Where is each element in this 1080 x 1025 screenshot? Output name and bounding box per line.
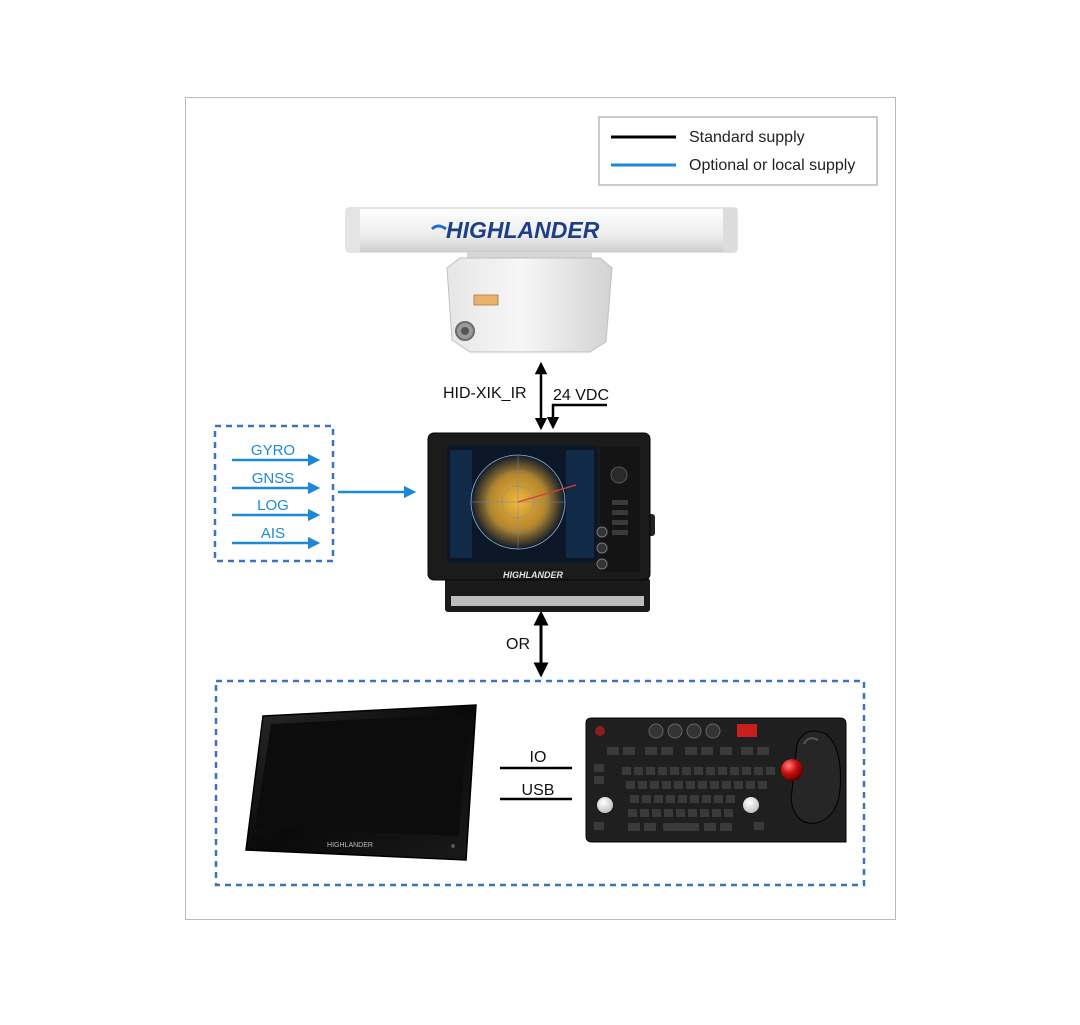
sensor-label-ais: AIS — [261, 525, 285, 542]
sensor-label-log: LOG — [257, 497, 289, 514]
alternative-setup-dashed-box — [214, 679, 866, 887]
display-stand — [445, 578, 650, 612]
trackball-housing — [790, 730, 841, 824]
legend-box — [598, 116, 878, 186]
power-label: 24 VDC — [553, 387, 609, 404]
sensor-label-gnss: GNSS — [252, 470, 295, 487]
keyboard-knob-icon — [648, 723, 664, 739]
warning-label — [473, 294, 499, 306]
keyboard-alarm-button — [737, 724, 757, 737]
display-logo: HIGHLANDER — [503, 570, 563, 580]
sensor-label-gyro: GYRO — [251, 442, 295, 459]
radar-display: HIGHLANDER — [427, 432, 655, 612]
monitor-logo: HIGHLANDER — [327, 842, 373, 849]
or-label: OR — [506, 636, 530, 653]
external-monitor: HIGHLANDER — [245, 704, 477, 861]
control-keyboard — [585, 717, 847, 843]
display-control-panel — [600, 446, 640, 572]
display-knob-icon — [596, 526, 608, 538]
logo-swoosh-icon — [430, 224, 447, 231]
trackball-icon — [781, 759, 803, 781]
keyboard-rotary-knob-icon — [597, 797, 613, 813]
legend-optional-label: Optional or local supply — [689, 157, 855, 174]
power-connection-line — [546, 403, 607, 430]
diagram-frame — [185, 97, 896, 920]
radar-antenna: HIGHLANDER — [345, 207, 738, 353]
display-dpad-icon — [610, 466, 628, 484]
monitor-power-icon — [451, 844, 455, 848]
keyboard-keys — [594, 747, 775, 831]
sensor-dashed-box — [213, 424, 335, 563]
radar-logo: HIGHLANDER — [446, 217, 600, 243]
legend: Standard supply Optional or local supply — [598, 116, 878, 186]
monitor-screen — [255, 714, 468, 836]
radar-transceiver-box — [446, 257, 613, 353]
legend-standard-label: Standard supply — [689, 129, 805, 146]
cable-label: HID-XIK_IR — [443, 385, 527, 402]
usb-label: USB — [522, 782, 555, 799]
sensor-group: GYRO GNSS LOG AIS — [213, 424, 335, 563]
io-label: IO — [530, 749, 547, 766]
